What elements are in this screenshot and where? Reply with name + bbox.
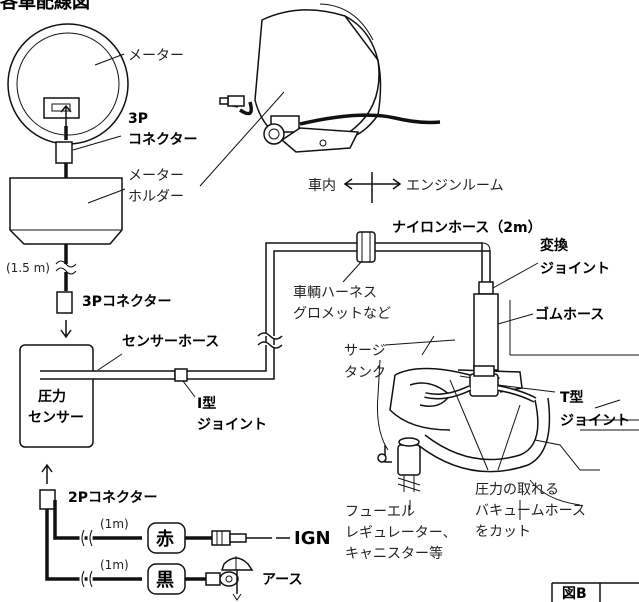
ign-terminal — [211, 530, 272, 546]
vacuum-label-1: 圧力の取れる — [475, 482, 559, 498]
t-joint-label-2: ジョイント — [560, 413, 630, 429]
figure-tag: 図B — [551, 582, 639, 602]
nylon-hose-line-b — [187, 250, 357, 380]
t-joint-label-1: T型 — [560, 389, 584, 406]
surge-tank-label-1: サージ — [344, 343, 386, 359]
inside-car-label: 車内 — [308, 177, 336, 194]
ground-terminal — [205, 556, 254, 601]
meter-holder-label-2: ホルダー — [128, 189, 184, 205]
regulator-label-2: レギュレーター、 — [345, 525, 457, 541]
meter-label: メーター — [128, 48, 184, 64]
black-wire-label: 黒 — [156, 570, 174, 591]
connector-2p-label: 2Pコネクター — [68, 490, 157, 506]
connector-3p-top-label-2: コネクター — [128, 132, 197, 148]
direction-arrows — [343, 172, 402, 203]
red-wire-label: 赤 — [156, 529, 174, 550]
black-length-label: (1m) — [100, 558, 129, 572]
nylon-hose-label: ナイロンホース（2m） — [392, 220, 542, 236]
sensor-hose-label: センサーホース — [122, 334, 219, 350]
i-joint-label-2: ジョイント — [197, 417, 267, 433]
i-joint-label-1: I型 — [197, 395, 216, 412]
adapter-joint — [478, 281, 494, 295]
connector-2p — [39, 489, 56, 510]
connector-3p-bottom-label: 3Pコネクター — [82, 294, 171, 310]
cable-length-label: (1.5 m) — [6, 261, 50, 275]
diagram-title: 各車配線図 — [0, 0, 90, 13]
rubber-hose — [473, 293, 499, 371]
grommet — [356, 231, 376, 263]
meter-front-illustration — [7, 23, 129, 145]
ign-label: IGN — [294, 528, 331, 549]
meter-holder-label-1: メーター — [128, 168, 184, 184]
engine-room-label: エンジンルーム — [406, 178, 504, 194]
t-joint — [469, 373, 499, 397]
ground-label: アース — [262, 572, 302, 588]
connector-3p-top — [55, 141, 73, 164]
pressure-sensor-label-1: 圧力 — [38, 388, 66, 405]
sensor-hose — [40, 370, 176, 380]
nylon-hose-line-a — [187, 242, 357, 372]
engine-illustration — [377, 300, 639, 520]
i-joint — [174, 368, 188, 382]
connector-3p-top-label-1: 3P — [128, 111, 148, 127]
red-length-label: (1m) — [100, 517, 129, 531]
figure-tag-label: 図B — [562, 586, 587, 602]
adapter-label-2: ジョイント — [540, 261, 610, 277]
pressure-sensor-label-2: センサー — [28, 410, 84, 426]
surge-tank-label-2: タンク — [344, 365, 386, 381]
meter-holder-illustration — [9, 177, 123, 245]
adapter-label-1: 変換 — [540, 237, 569, 254]
connector-3p-bottom — [56, 291, 73, 314]
grommet-label-1: 車輌ハーネス — [293, 284, 377, 301]
vacuum-label-2: バキュームホース — [475, 503, 586, 519]
rubber-hose-label: ゴムホース — [535, 306, 604, 323]
vacuum-label-3: をカット — [475, 524, 531, 540]
meter-side-illustration — [219, 3, 441, 153]
regulator-label-1: フューエル — [345, 504, 415, 520]
grommet-label-2: グロメットなど — [293, 306, 391, 322]
regulator-label-3: キャニスター等 — [345, 545, 443, 562]
